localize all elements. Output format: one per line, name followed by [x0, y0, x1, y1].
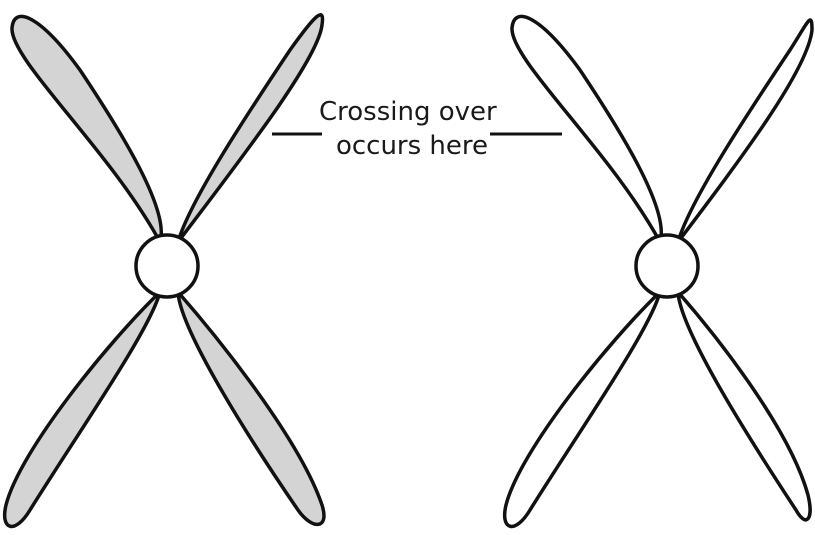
shaded-arm-upper-left [12, 16, 161, 242]
plain-arm-lower-left [505, 292, 660, 526]
crossing-over-label: Crossing over occurs here [319, 97, 505, 161]
label-line-2: occurs here [336, 131, 488, 161]
shaded-arm-lower-right [178, 292, 324, 524]
shaded-chromosome [5, 15, 324, 527]
shaded-centromere [136, 235, 198, 297]
plain-centromere [636, 235, 698, 297]
plain-chromosome [505, 16, 812, 526]
plain-arm-upper-right [678, 20, 812, 242]
plain-arm-upper-left [512, 16, 661, 242]
shaded-arm-upper-right [178, 15, 323, 242]
label-line-1: Crossing over [319, 97, 497, 127]
plain-arm-lower-right [678, 292, 810, 520]
shaded-arm-lower-left [5, 292, 160, 526]
